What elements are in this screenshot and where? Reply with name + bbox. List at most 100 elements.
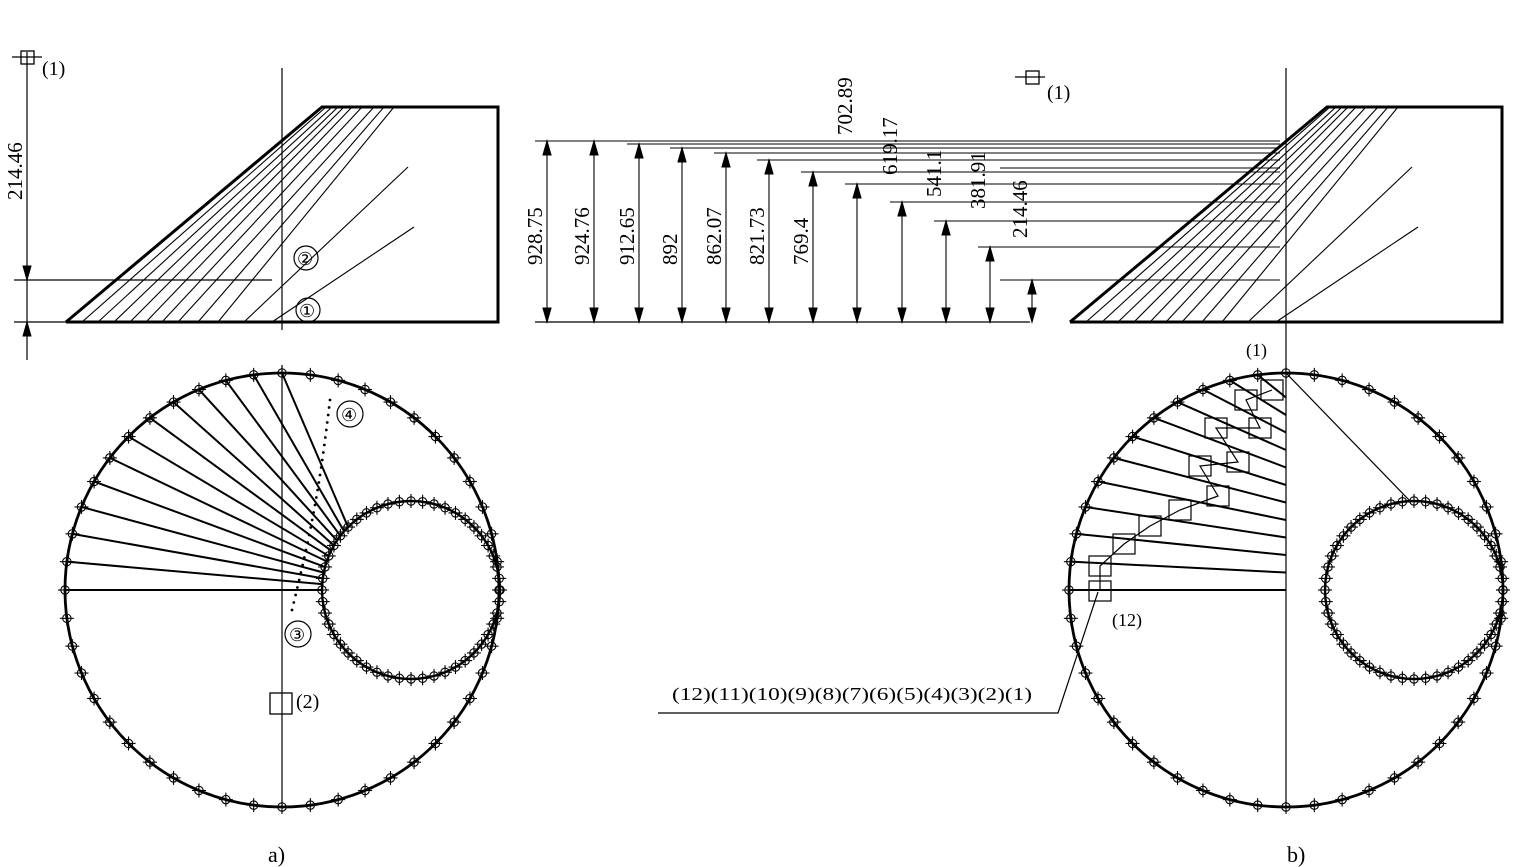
view-b-dim-arrow	[677, 145, 687, 163]
view-a-dot	[328, 398, 332, 402]
view-a-dot	[317, 481, 321, 484]
view-a-generator-line	[81, 106, 327, 323]
view-a-dotted-curve	[290, 398, 332, 612]
view-a-dot	[302, 556, 306, 559]
view-b-generator-line	[1275, 226, 1419, 323]
view-a-dot	[320, 458, 324, 462]
view-b-ray	[1177, 401, 1287, 451]
view-a-generator-line	[65, 106, 323, 323]
view-a-dot	[318, 473, 322, 477]
view-a-dot	[313, 503, 317, 507]
view-a-ray	[252, 374, 345, 532]
view-b-dim-arrow	[542, 307, 552, 325]
view-a-dot	[304, 548, 308, 552]
view-b-dim-arrow	[1027, 277, 1037, 295]
view-b-dim-arrow	[764, 307, 774, 325]
view-b-sequence-box	[1260, 379, 1284, 401]
view-b-dim-arrow	[852, 181, 862, 199]
view-a-num-3: ③	[289, 625, 305, 645]
view-b-ray	[1202, 388, 1287, 434]
view-b-dim-arrow	[985, 244, 995, 262]
view-a-generator-lines	[65, 106, 415, 323]
view-a-ray	[281, 372, 349, 528]
view-a-dot	[301, 563, 305, 567]
view-a-dot	[310, 518, 314, 522]
view-b-ray	[1132, 435, 1287, 486]
view-a-dim-arrow-bottom	[22, 320, 32, 337]
view-a-ray	[93, 480, 326, 568]
view-b-dim-arrow	[589, 138, 599, 156]
view-a-inner-circle	[320, 499, 502, 681]
view-a-generator-line	[197, 106, 385, 323]
view-a-generator-line	[97, 106, 333, 323]
view-a-marker-2-square	[269, 692, 293, 715]
view-b-ray	[1113, 456, 1287, 504]
view-b-inner-circle	[1323, 499, 1505, 681]
view-b-dim-arrow	[542, 138, 552, 156]
view-b-dim-arrow	[634, 141, 644, 159]
view-a-generator-line	[243, 166, 409, 323]
view-a-circle-label-3	[284, 620, 312, 648]
view-b-dim-arrow	[589, 307, 599, 325]
view-b-ray	[1070, 560, 1287, 574]
view-b-generator-line	[1117, 106, 1343, 323]
view-b-dim-arrow	[808, 307, 818, 325]
view-a-dot	[292, 601, 296, 604]
view-a-circle-label-4	[336, 400, 364, 428]
view-b-elevation	[1000, 68, 1504, 808]
view-a-ray	[225, 379, 342, 537]
view-a-num-4: ④	[341, 405, 357, 425]
view-b-dim-label: 862.07	[702, 207, 726, 265]
view-b-generator-line	[1201, 106, 1389, 323]
view-a-generator-line	[161, 106, 363, 323]
view-b-dim-arrow	[721, 150, 731, 168]
view-b-dim-label: 928.75	[523, 207, 547, 265]
view-b-dim-label: 702.89	[833, 77, 857, 135]
view-b-generator-line	[1181, 106, 1379, 323]
caption-a: a)	[268, 842, 285, 867]
view-b-dim-arrow	[985, 307, 995, 325]
view-a-marker-1-label: (1)	[42, 58, 65, 80]
view-b-sequence-path	[1099, 389, 1273, 591]
view-a-ray	[198, 388, 338, 542]
view-b-dim-arrow	[764, 157, 774, 175]
view-a-ray	[172, 401, 335, 547]
view-a-dot	[295, 586, 299, 589]
view-a-generator-line	[177, 106, 375, 323]
view-a-num-2: ②	[297, 249, 313, 269]
view-a-ray	[149, 417, 332, 552]
view-a-dot	[316, 488, 320, 492]
view-a-height-dim: 214.46	[3, 142, 27, 200]
view-b-generator-line	[1085, 106, 1331, 323]
view-b-sequence-boxes	[1088, 379, 1284, 602]
view-b-dim-label: 821.73	[745, 207, 769, 265]
view-a-ray	[72, 532, 323, 580]
view-b-dim-label: 924.76	[570, 207, 594, 265]
caption-b: b)	[1287, 842, 1305, 867]
view-a-ray	[128, 435, 330, 557]
view-a-generator-line	[113, 106, 339, 323]
view-a-plan	[58, 365, 507, 814]
view-a-dot	[321, 451, 325, 454]
view-b-dim-label: 214.46	[1008, 180, 1032, 238]
view-a-triangulation-rays	[65, 372, 349, 591]
view-a-dot	[327, 406, 331, 409]
view-a-dot	[322, 443, 326, 447]
view-b-division-marks	[1062, 366, 1510, 814]
view-b-dim-arrow	[897, 307, 907, 325]
view-a-dot	[294, 593, 298, 597]
view-a-num-1: ①	[299, 301, 315, 321]
view-b-sequence-label: (12)(11)(10)(9)(8)(7)(6)(5)(4)(3)(2)(1)	[672, 684, 1032, 705]
view-a-dot	[309, 526, 313, 529]
view-a-dot	[319, 466, 323, 469]
view-b-ray	[1257, 374, 1287, 399]
view-a-ray	[109, 456, 328, 563]
view-a-ray	[81, 505, 324, 574]
view-b-dim-label: 541.1	[922, 150, 946, 197]
view-b-generator-line	[1069, 106, 1327, 323]
view-a-generator-line	[129, 106, 345, 323]
view-b-ray	[1076, 532, 1287, 556]
view-a-generator-line	[217, 106, 395, 323]
view-b-generator-line	[1133, 106, 1349, 323]
